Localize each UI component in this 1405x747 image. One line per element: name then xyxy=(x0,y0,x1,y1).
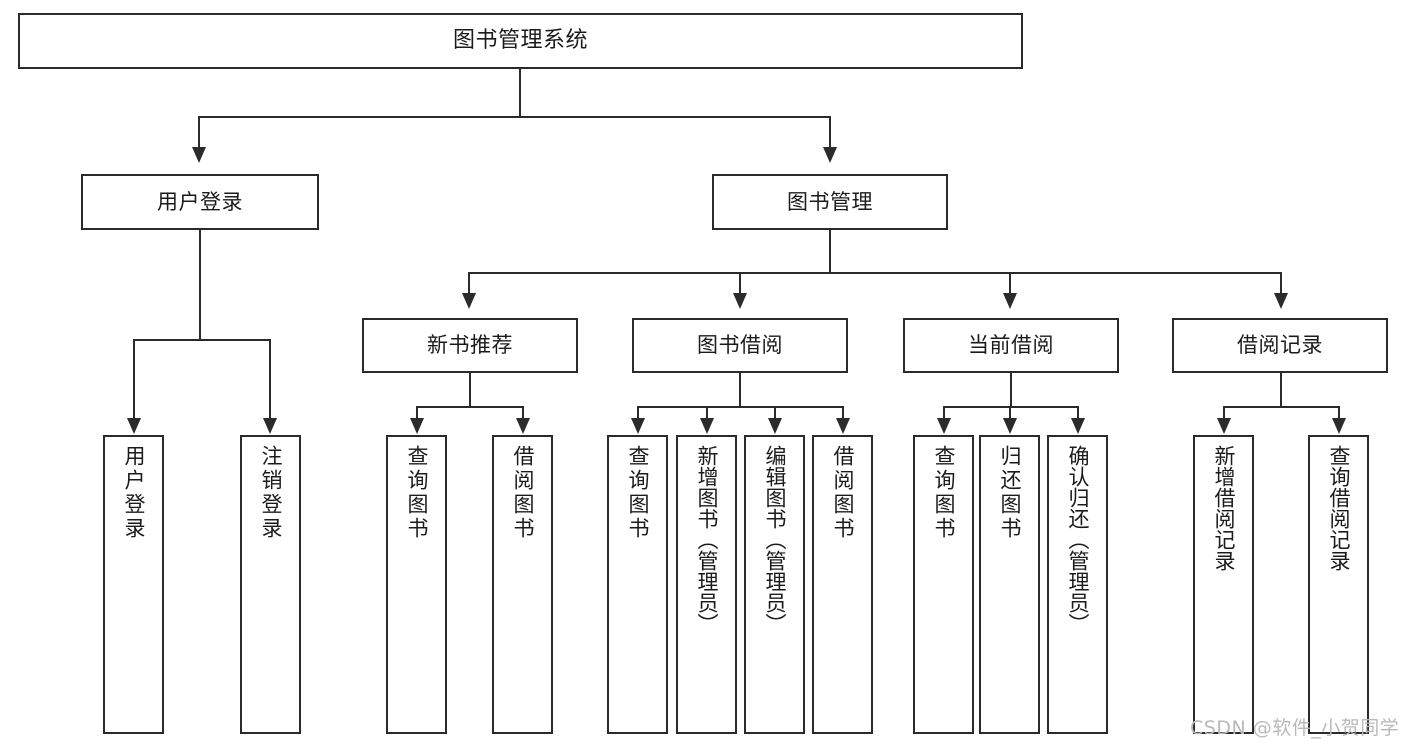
leaf-new-book-1-label: 借阅图书 xyxy=(511,445,535,541)
leaf-book-borrow-1-label: 新增图书（管理员） xyxy=(695,445,719,634)
arrow-book-borrow-to-leaf-3 xyxy=(836,418,850,434)
edge-current-borrow-to-leaf-1 xyxy=(1009,406,1011,419)
arrow-bm-to-borrow-record xyxy=(1274,293,1288,309)
edge-current-borrow-bus xyxy=(943,406,1079,408)
edge-new-book-to-leaf-1 xyxy=(522,406,524,419)
edge-new-book-to-leaf-0 xyxy=(416,406,418,419)
edge-book-management-stem xyxy=(829,230,831,273)
edge-borrow-record-stem xyxy=(1280,373,1282,408)
edge-root-to-user-login xyxy=(198,116,200,148)
node-current-borrow-label: 当前借阅 xyxy=(968,333,1054,358)
edge-current-borrow-to-leaf-2 xyxy=(1077,406,1079,419)
leaf-user-login-1-label: 注销登录 xyxy=(259,445,283,541)
arrow-current-borrow-to-leaf-2 xyxy=(1071,418,1085,434)
arrow-new-book-to-leaf-1 xyxy=(516,418,530,434)
edge-user-login-stem xyxy=(199,230,201,340)
leaf-new-book-1[interactable]: 借阅图书 xyxy=(492,435,553,734)
arrow-user-login-to-leaf-1 xyxy=(263,418,277,434)
edge-borrow-record-to-leaf-0 xyxy=(1223,406,1225,419)
arrow-user-login-to-leaf-0 xyxy=(127,418,141,434)
arrow-new-book-to-leaf-0 xyxy=(410,418,424,434)
node-new-book-recommend[interactable]: 新书推荐 xyxy=(362,318,578,373)
edge-user-login-bus xyxy=(133,339,271,341)
leaf-book-borrow-2-label: 编辑图书（管理员） xyxy=(763,445,787,634)
leaf-borrow-record-1-label: 查询借阅记录 xyxy=(1327,445,1351,571)
edge-book-management-bus xyxy=(468,272,1282,274)
node-user-login-label: 用户登录 xyxy=(157,189,243,214)
edge-book-borrow-to-leaf-3 xyxy=(842,406,844,419)
arrow-book-borrow-to-leaf-1 xyxy=(700,418,714,434)
node-book-management-label: 图书管理 xyxy=(787,189,873,214)
edge-user-login-to-leaf-0 xyxy=(133,339,135,419)
node-book-borrow-label: 图书借阅 xyxy=(697,333,783,358)
arrow-bm-to-book-borrow xyxy=(733,293,747,309)
leaf-borrow-record-0[interactable]: 新增借阅记录 xyxy=(1193,435,1254,734)
leaf-current-borrow-0-label: 查询图书 xyxy=(932,445,956,541)
edge-root-stem xyxy=(519,69,521,117)
leaf-new-book-0-label: 查询图书 xyxy=(405,445,429,541)
node-user-login[interactable]: 用户登录 xyxy=(81,174,319,230)
leaf-user-login-0-label: 用户登录 xyxy=(122,445,146,541)
node-borrow-record-label: 借阅记录 xyxy=(1237,333,1323,358)
leaf-current-borrow-2[interactable]: 确认归还（管理员） xyxy=(1047,435,1108,734)
edge-bm-to-book-borrow xyxy=(739,272,741,294)
node-root-label: 图书管理系统 xyxy=(452,28,588,54)
edge-current-borrow-stem xyxy=(1010,373,1012,408)
leaf-new-book-0[interactable]: 查询图书 xyxy=(386,435,447,734)
leaf-book-borrow-2[interactable]: 编辑图书（管理员） xyxy=(744,435,805,734)
leaf-current-borrow-2-label: 确认归还（管理员） xyxy=(1066,445,1090,634)
node-book-management[interactable]: 图书管理 xyxy=(712,174,948,230)
leaf-current-borrow-0[interactable]: 查询图书 xyxy=(913,435,974,734)
edge-root-to-book-management xyxy=(829,116,831,148)
arrow-borrow-record-to-leaf-0 xyxy=(1217,418,1231,434)
arrow-bm-to-current-borrow xyxy=(1003,293,1017,309)
leaf-book-borrow-0[interactable]: 查询图书 xyxy=(607,435,668,734)
edge-book-borrow-stem xyxy=(739,373,741,408)
edge-borrow-record-bus xyxy=(1223,406,1340,408)
leaf-book-borrow-1[interactable]: 新增图书（管理员） xyxy=(676,435,737,734)
edge-bm-to-current-borrow xyxy=(1009,272,1011,294)
arrow-book-borrow-to-leaf-0 xyxy=(631,418,645,434)
arrow-root-to-book-management xyxy=(823,147,837,163)
leaf-current-borrow-1[interactable]: 归还图书 xyxy=(979,435,1040,734)
edge-user-login-to-leaf-1 xyxy=(269,339,271,419)
arrow-current-borrow-to-leaf-0 xyxy=(937,418,951,434)
edge-book-borrow-bus xyxy=(637,406,844,408)
leaf-book-borrow-0-label: 查询图书 xyxy=(626,445,650,541)
leaf-borrow-record-1[interactable]: 查询借阅记录 xyxy=(1308,435,1369,734)
edge-book-borrow-to-leaf-2 xyxy=(774,406,776,419)
edge-new-book-stem xyxy=(469,373,471,408)
edge-book-borrow-to-leaf-1 xyxy=(706,406,708,419)
leaf-current-borrow-1-label: 归还图书 xyxy=(998,445,1022,541)
leaf-user-login-1[interactable]: 注销登录 xyxy=(240,435,301,734)
arrow-root-to-user-login xyxy=(192,147,206,163)
node-new-book-recommend-label: 新书推荐 xyxy=(427,333,513,358)
arrow-borrow-record-to-leaf-1 xyxy=(1332,418,1346,434)
node-current-borrow[interactable]: 当前借阅 xyxy=(903,318,1119,373)
arrow-current-borrow-to-leaf-1 xyxy=(1003,418,1017,434)
edge-bm-to-borrow-record xyxy=(1280,272,1282,294)
node-root-book-management-system[interactable]: 图书管理系统 xyxy=(18,13,1023,69)
edge-bm-to-new-book xyxy=(468,272,470,294)
edge-root-bus xyxy=(198,116,831,118)
arrow-bm-to-new-book xyxy=(462,293,476,309)
edge-borrow-record-to-leaf-1 xyxy=(1338,406,1340,419)
edge-book-borrow-to-leaf-0 xyxy=(637,406,639,419)
edge-current-borrow-to-leaf-0 xyxy=(943,406,945,419)
leaf-book-borrow-3[interactable]: 借阅图书 xyxy=(812,435,873,734)
node-borrow-record[interactable]: 借阅记录 xyxy=(1172,318,1388,373)
leaf-borrow-record-0-label: 新增借阅记录 xyxy=(1212,445,1236,571)
edge-new-book-bus xyxy=(416,406,524,408)
watermark-text: CSDN @软件_小贺同学 xyxy=(1190,717,1400,739)
arrow-book-borrow-to-leaf-2 xyxy=(768,418,782,434)
node-book-borrow[interactable]: 图书借阅 xyxy=(632,318,848,373)
leaf-user-login-0[interactable]: 用户登录 xyxy=(103,435,164,734)
leaf-book-borrow-3-label: 借阅图书 xyxy=(831,445,855,541)
